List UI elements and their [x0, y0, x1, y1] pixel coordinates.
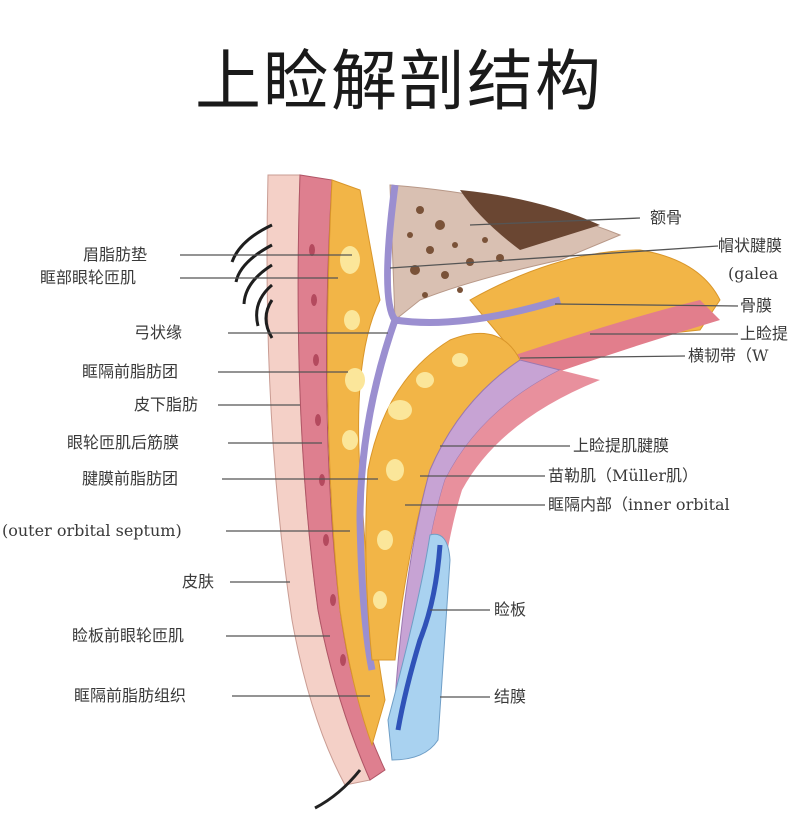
preaponeurotic-fat-highlights: [373, 353, 468, 609]
label-preaponeurotic-fat: 腱膜前脂肪团: [82, 469, 179, 488]
preseptal-fat-highlights: [340, 246, 365, 450]
orbital-septum: [356, 184, 562, 671]
brow-hairs: [230, 223, 274, 339]
galea-band: [500, 300, 720, 385]
label-inner-orbital-septum: 眶隔内部（inner orbital: [548, 495, 730, 514]
label-frontal-bone: 额骨: [650, 208, 683, 227]
label-levator: 上睑提: [740, 324, 789, 343]
label-preseptal-fat-tissue: 眶隔前脂肪组织: [74, 686, 187, 705]
label-brow-fat-pad: 眉脂肪垫: [83, 245, 148, 264]
leader-lines-left: [180, 254, 388, 697]
eyelash: [314, 769, 362, 810]
label-orbital-orbicularis: 眶部眼轮匝肌: [40, 268, 137, 287]
label-subcutaneous-fat: 皮下脂肪: [134, 395, 199, 414]
label-pretarsal-orbicularis: 睑板前眼轮匝肌: [72, 626, 185, 645]
label-muller-muscle: 苗勒肌（Müller肌）: [548, 466, 699, 485]
label-tarsus: 睑板: [494, 600, 527, 619]
label-periosteum: 骨膜: [740, 296, 773, 315]
leader-lines-right: [389, 217, 739, 698]
label-levator-aponeurosis: 上睑提肌腱膜: [573, 436, 670, 455]
orbicularis-muscle: [297, 174, 386, 781]
frontal-bone-cortex: [460, 190, 600, 250]
label-roof: 眼轮匝肌后筋膜: [67, 433, 180, 452]
label-conjunctiva: 结膜: [494, 687, 527, 706]
label-skin: 皮肤: [182, 572, 215, 591]
label-whitnall-ligament: 横韧带（W: [688, 346, 769, 365]
label-galea-en: (galea: [728, 264, 779, 283]
page-title: 上睑解剖结构: [195, 43, 603, 120]
label-arcus-marginalis: 弓状缘: [134, 323, 183, 342]
muscle-dots: [309, 244, 346, 666]
label-outer-orbital-septum: (outer orbital septum): [2, 521, 182, 540]
conjunctiva: [395, 544, 443, 731]
label-galea: 帽状腱膜: [718, 236, 783, 255]
label-preseptal-fat: 眶隔前脂肪团: [82, 362, 179, 381]
